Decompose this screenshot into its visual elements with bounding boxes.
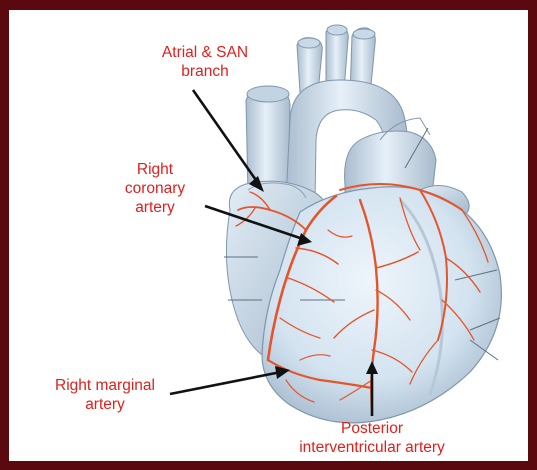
label-posterior-interventricular-artery: Posterior interventricular artery [282,419,462,457]
label-right-coronary-line-2: coronary [100,179,210,198]
label-right-coronary-artery: Right coronary artery [100,160,210,217]
label-right-marginal-artery: Right marginal artery [30,376,180,414]
label-right-marginal-line-1: Right marginal [30,376,180,395]
label-right-coronary-line-3: artery [100,198,210,217]
label-atrial-san-line-2: branch [120,62,290,81]
label-right-marginal-line-2: artery [30,395,180,414]
vena-cava [246,86,290,195]
label-atrial-san-branch: Atrial & SAN branch [120,43,290,81]
leader-right-marginal [170,372,281,394]
label-posterior-iv-line-1: Posterior [282,419,462,438]
label-right-coronary-line-1: Right [100,160,210,179]
label-atrial-san-line-1: Atrial & SAN [120,43,290,62]
label-posterior-iv-line-2: interventricular artery [282,438,462,457]
